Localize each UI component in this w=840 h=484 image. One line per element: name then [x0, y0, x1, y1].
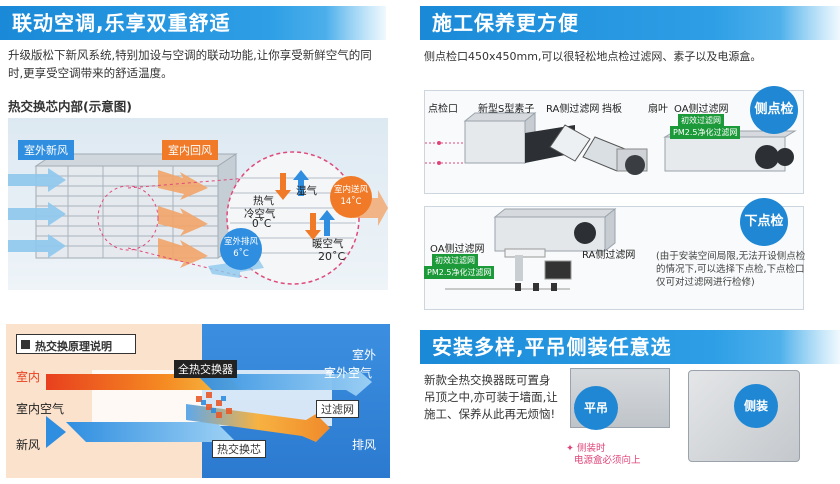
label-primary-filter-bottom: 初效过滤网 [432, 254, 478, 267]
principle-diagram: 热交换原理说明 室内 室内空气 新风 室外 室外空气 排风 全热交换器 过滤网 … [6, 324, 390, 478]
label-fan: 扇叶 [648, 104, 668, 115]
label-filter: 过滤网 [316, 400, 359, 418]
bottom-check-illustration [445, 207, 617, 291]
label-outdoor: 室外 [352, 348, 377, 362]
badge-bottom-check: 下点检 [740, 198, 788, 246]
right-bottom-description: 新款全热交换器既可置身吊顶之中,亦可装于墙面,让施工、保养从此再无烦恼! [424, 373, 558, 421]
badge-side-mount: 侧装 [734, 384, 778, 428]
side-mount-note-2: 电源盒必须向上 [574, 455, 641, 466]
label-warm-air: 暖空气 [312, 238, 344, 250]
label-core: 热交换芯 [212, 440, 266, 458]
principle-title: 热交换原理说明 [35, 340, 112, 353]
badge-ceiling-mount: 平吊 [574, 386, 618, 430]
label-cold-air: 冷空气 [244, 208, 276, 220]
fresh-air-arrows [8, 168, 66, 258]
label-cold-temp: 0˚C [252, 218, 272, 230]
label-outdoor-air: 室外空气 [324, 366, 373, 380]
square-bullet-icon [21, 340, 30, 349]
label-heat: 热气 [253, 195, 274, 207]
label-inspection-port: 点检口 [428, 104, 458, 115]
label-ra-filter-bottom: RA侧过滤网 [582, 250, 636, 261]
label-oa-filter-bottom: OA侧过滤网 [430, 244, 485, 255]
label-humidity: 湿气 [296, 185, 317, 197]
badge-indoor-supply-temp: 14˚C [340, 197, 362, 207]
label-ra-filter: RA侧过滤网 [546, 104, 600, 115]
tag-outdoor-fresh-air: 室外新风 [18, 140, 74, 160]
badge-indoor-supply: 室内送风 14˚C [330, 176, 372, 218]
badge-outdoor-exhaust-temp: 6˚C [233, 249, 249, 259]
badge-side-check: 侧点检 [750, 86, 798, 134]
tag-indoor-return-air: 室内回风 [162, 140, 218, 160]
label-pm25-filter-bottom: PM2.5净化过滤网 [424, 266, 495, 279]
badge-indoor-supply-label: 室内送风 [333, 185, 368, 195]
right-bottom-banner: 安装多样,平吊侧装任意选 [420, 330, 840, 364]
label-pm25-filter: PM2.5净化过滤网 [670, 126, 741, 139]
right-top-description: 侧点检口450x450mm,可以很轻松地点检过滤网、素子以及电源盒。 [424, 50, 762, 63]
left-top-description: 升级版松下新风系统,特别加设与空调的联动功能,让你享受新鲜空气的同时,更享受空调… [8, 48, 372, 80]
label-indoor: 室内 [16, 370, 41, 384]
label-oa-filter: OA侧过滤网 [674, 104, 729, 115]
right-top-banner: 施工保养更方便 [420, 6, 840, 40]
label-baffle: 挡板 [602, 104, 622, 115]
bottom-check-note: (由于安装空间局限,无法开设侧点检的情况下,可以选择下点检,下点检口仅可对过滤网… [656, 251, 806, 288]
return-air-arrows [158, 170, 208, 268]
label-warm-temp: 20˚C [318, 250, 346, 263]
label-indoor-air: 室内空气 [16, 402, 65, 416]
warm-arrows [275, 173, 321, 240]
left-top-banner: 联动空调,乐享双重舒适 [0, 6, 386, 40]
badge-outdoor-exhaust-label: 室外排风 [223, 237, 258, 247]
left-top-subtitle: 热交换芯内部(示意图) [8, 99, 132, 114]
principle-illustration [46, 368, 372, 448]
side-check-panel [424, 90, 804, 194]
principle-title-box: 热交换原理说明 [16, 334, 136, 354]
side-mount-note-1: ✦ 侧装时 [566, 443, 606, 454]
badge-outdoor-exhaust: 室外排风 6˚C [220, 228, 262, 270]
label-exhaust: 排风 [352, 438, 377, 452]
label-exchanger: 全热交换器 [174, 360, 237, 378]
label-s-element: 新型S型素子 [478, 104, 535, 115]
label-fresh-air: 新风 [16, 438, 41, 452]
label-primary-filter: 初效过滤网 [678, 114, 724, 127]
cool-arrows [293, 170, 335, 236]
